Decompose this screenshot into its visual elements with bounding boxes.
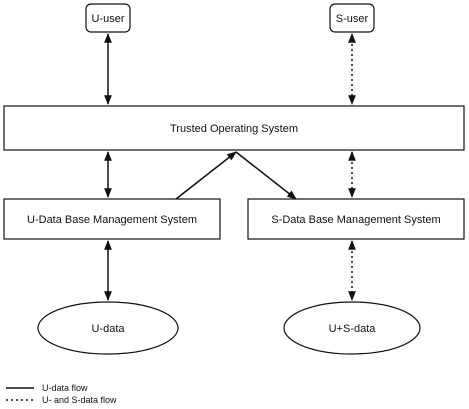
u-dbms-label: U-Data Base Management System (27, 214, 197, 226)
edge-u-dbms-to-tos (175, 151, 237, 200)
u-data-node: U-data (37, 301, 179, 355)
trusted-os-label: Trusted Operating System (170, 123, 298, 135)
us-data-node: U+S-data (283, 301, 421, 355)
u-user-label: U-user (91, 13, 124, 25)
trusted-os-node: Trusted Operating System (3, 105, 465, 151)
s-dbms-label: S-Data Base Management System (271, 214, 440, 226)
s-user-node: S-user (329, 3, 375, 33)
s-user-label: S-user (336, 13, 369, 25)
legend-solid-label: U-data flow (42, 383, 88, 393)
edge-tos-to-s-dbms (235, 151, 297, 200)
u-dbms-node: U-Data Base Management System (3, 198, 221, 240)
s-dbms-node: S-Data Base Management System (247, 198, 465, 240)
u-user-node: U-user (85, 3, 131, 33)
legend-dotted-label: U- and S-data flow (42, 395, 117, 405)
us-data-label: U+S-data (329, 323, 377, 335)
u-data-label: U-data (91, 323, 125, 335)
legend: U-data flow U- and S-data flow (6, 383, 117, 405)
